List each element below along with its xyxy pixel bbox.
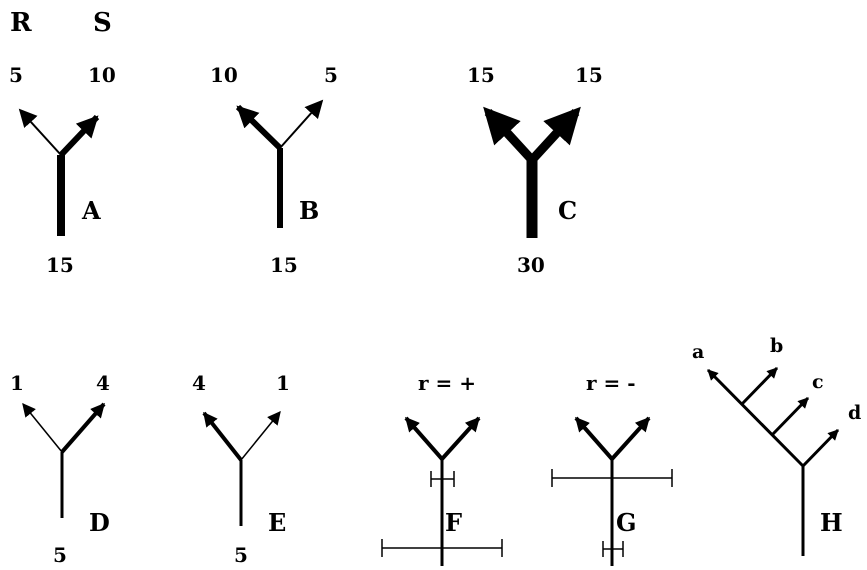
panel-c-branch-r [483, 106, 536, 164]
panel-f-branch-right [440, 416, 481, 461]
panel-d-branch-right [60, 402, 106, 454]
panel-d-label: D [89, 508, 110, 537]
panel-h-label: H [820, 508, 843, 537]
panel-b-branch-r [235, 104, 283, 151]
panel-h-branch-d [801, 428, 840, 468]
panel-c-right-count: 15 [575, 63, 603, 87]
panel-e-label: E [268, 508, 286, 537]
panel-h-branch-c [770, 396, 810, 437]
panel-f-label: F [445, 508, 462, 537]
panel-a-stem-count: 15 [46, 253, 74, 277]
panel-h: a b c d H [692, 335, 861, 556]
panel-a-right-count: 10 [88, 63, 116, 87]
panel-a-branch-r [18, 108, 62, 156]
panel-c-stem-count: 30 [517, 253, 545, 277]
panel-g-label: G [616, 508, 637, 537]
panel-h-branch-a [706, 368, 805, 468]
panel-g-branch-right [610, 416, 651, 461]
panel-h-leaf-b: b [770, 335, 783, 357]
panel-d-right-count: 4 [96, 371, 110, 395]
panel-b-right-count: 5 [324, 63, 338, 87]
panel-f-large-error-bar [381, 539, 503, 557]
panel-f: r = + F [381, 371, 503, 566]
panel-h-leaf-a: a [692, 341, 704, 363]
panel-g-small-error-bar [602, 541, 624, 557]
panel-c-branch-s [528, 106, 581, 164]
panel-e-branch-right [240, 410, 281, 461]
panel-g-branch-left [574, 416, 614, 461]
panel-c-left-count: 15 [467, 63, 495, 87]
panel-d: 1 4 D 5 [10, 371, 110, 567]
panel-e-stem-count: 5 [234, 543, 248, 567]
panel-f-branch-left [404, 416, 444, 461]
panel-h-leaf-c: c [812, 371, 824, 393]
panel-e: 4 1 E 5 [192, 371, 290, 567]
panel-f-small-error-bar [430, 471, 455, 487]
panel-e-left-count: 4 [192, 371, 206, 395]
panel-d-branch-left [22, 402, 63, 453]
panel-b-stem-count: 15 [270, 253, 298, 277]
panel-h-leaf-d: d [848, 402, 861, 424]
panel-e-branch-left [202, 411, 243, 462]
header-r: R [10, 8, 32, 38]
panel-a-left-count: 5 [9, 63, 23, 87]
panel-e-right-count: 1 [276, 371, 290, 395]
panel-c-label: C [558, 196, 577, 225]
panel-g-title: r = - [586, 371, 636, 395]
panel-g-large-error-bar [551, 469, 673, 487]
panel-b-label: B [299, 196, 319, 225]
panel-a-branch-s [58, 114, 100, 158]
panel-h-branch-b [740, 366, 779, 406]
header-s: S [93, 8, 112, 38]
panel-b: 10 5 B 15 [210, 63, 338, 277]
panel-a: 5 10 A 15 [9, 63, 116, 277]
panel-g: r = - G [551, 371, 673, 566]
panel-b-branch-s [279, 99, 324, 149]
panel-c: 15 15 C 30 [467, 63, 603, 277]
panel-d-left-count: 1 [10, 371, 24, 395]
panel-b-left-count: 10 [210, 63, 238, 87]
panel-d-stem-count: 5 [53, 543, 67, 567]
panel-f-title: r = + [418, 371, 476, 395]
panel-a-label: A [81, 196, 101, 225]
